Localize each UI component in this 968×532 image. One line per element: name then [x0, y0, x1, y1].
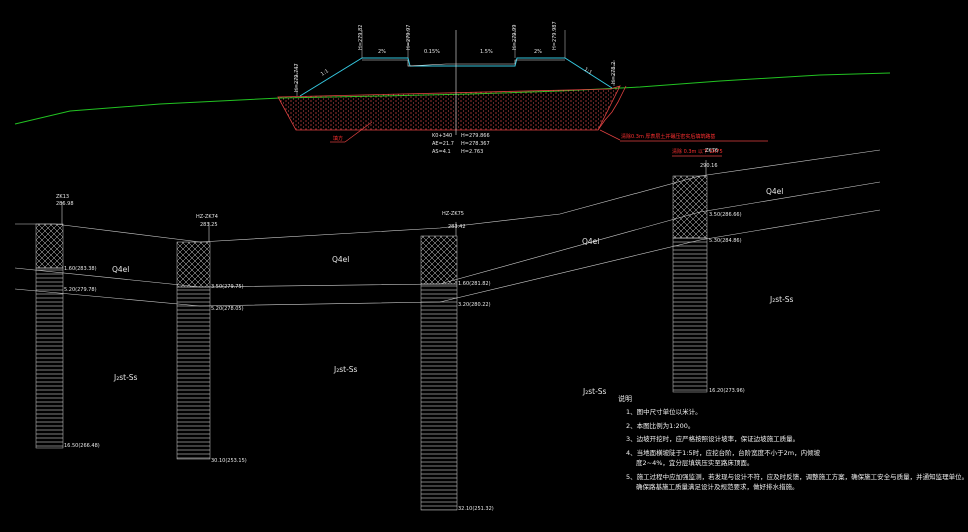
note-item: 确保路基施工质量满足设计及规范要求，做好排水措施。 [636, 483, 799, 491]
stratum-label-j1: J₂st-Ss [113, 373, 138, 382]
borehole-zk76: ZK76 290.16 3.50(286.66) 5.30(284.86) 16… [672, 148, 745, 394]
fill-leader [344, 121, 373, 143]
stratum-label-q-right-low: Q4el [582, 237, 599, 246]
borehole-elev: 283.42 [448, 224, 466, 230]
notes-title: 说明 [618, 395, 632, 403]
notes-block: 说明 1、图中尺寸单位以米计。 2、本图比例为1:200。 3、边坡开挖时，应严… [618, 395, 968, 498]
borehole-zk13: ZK13 286.98 1.60(283.38) 5.20(279.78) 16… [35, 194, 100, 449]
slope-label-right: 1:1 [583, 67, 593, 76]
note-leader [599, 129, 621, 141]
fill-label: 填方 [333, 135, 343, 142]
grade-right-lane: 1.5% [480, 49, 493, 55]
bottom-depth: 30.10(253.15) [211, 458, 247, 464]
borehole-id: HZ-ZK74 [196, 214, 218, 220]
stratum-label-q-mid: Q4el [332, 255, 349, 264]
note-item: 4、当地面横坡陡于1:5时，应挖台阶，台阶宽度不小于2m，内倾坡 [626, 448, 821, 457]
bottom-depth: 16.50(266.48) [64, 443, 100, 449]
borehole-elev: 286.98 [56, 201, 74, 207]
stratum-label-j3: J₂st-Ss [582, 387, 607, 396]
elev-label: H=279.82 [358, 25, 364, 50]
stratum-label-q-right-high: Q4el [766, 187, 783, 196]
layer-depth: 3.50(286.66) [709, 212, 742, 218]
elev-label: H=279.987 [552, 21, 558, 50]
elev-label: H=279.99 [512, 25, 518, 50]
note-item: 1、图中尺寸单位以米计。 [626, 408, 702, 416]
borehole-elev: 283.25 [200, 222, 218, 228]
elev-label: H=279.97 [406, 25, 412, 50]
layer-depth: 3.50(279.75) [211, 284, 244, 290]
center-right-0: H=279.866 [461, 133, 490, 139]
grade-left-shoulder: 2% [378, 49, 386, 55]
stratum-label-j4: J₂st-Ss [769, 295, 794, 304]
cad-drawing-canvas: 1:1 1:1 2% 0.15% 1.5% 2% H=279.747 H=279… [14, 21, 968, 512]
note-item: 5、施工过程中应加强监测，若发现与设计不符，应及时反馈，调整施工方案，确保施工安… [626, 472, 968, 481]
bottom-depth: 32.10(251.32) [458, 506, 494, 512]
embankment-outline [299, 57, 613, 97]
elev-label: H=279.747 [294, 63, 300, 92]
layer-depth: 5.20(279.78) [64, 287, 97, 293]
center-right-1: H=278.367 [461, 141, 490, 147]
stratum-label-q-left: Q4el [112, 265, 129, 274]
red-note-2: 清除 0.3m 以下 ZK75 [672, 148, 723, 155]
layer-depth: 5.20(278.05) [211, 306, 244, 312]
borehole-hz-zk75: HZ-ZK75 283.42 1.60(281.82) 3.20(280.22)… [420, 211, 494, 512]
grade-right-shoulder: 2% [534, 49, 542, 55]
center-left-2: AS=4.1 [432, 149, 451, 155]
layer-depth: 3.20(280.22) [458, 302, 491, 308]
elev-label: H=278.2 [611, 62, 617, 84]
slope-label-left: 1:1 [320, 68, 330, 77]
borehole-id: HZ-ZK75 [442, 211, 464, 217]
geological-section-drawing: 1:1 1:1 2% 0.15% 1.5% 2% H=279.747 H=279… [14, 21, 891, 512]
layer-depth: 1.60(283.38) [64, 266, 97, 272]
embankment-fill-body [277, 85, 621, 131]
center-left-1: AE=21.7 [432, 141, 454, 147]
layer-depth: 5.30(284.86) [709, 238, 742, 244]
excavation-steps [597, 85, 627, 131]
center-left-0: K0+340 [432, 133, 452, 139]
center-right-2: H=2.763 [461, 149, 483, 155]
pavement-surface [362, 59, 565, 67]
borehole-hz-zk74: HZ-ZK74 283.25 3.50(279.75) 5.20(278.05)… [176, 214, 247, 464]
bottom-depth: 16.20(273.96) [709, 388, 745, 394]
layer-depth: 1.60(281.82) [458, 281, 491, 287]
note-item: 度2~4%，宜分层填筑压实至路床顶面。 [636, 459, 754, 467]
red-note-1: 清除0.3m 厚表层土并碾压密实后填筑路基 [621, 133, 715, 140]
borehole-id: ZK76 [705, 148, 718, 154]
stratum-label-j2: J₂st-Ss [333, 365, 358, 374]
note-item: 3、边坡开挖时，应严格按照设计坡率，保证边坡施工质量。 [626, 435, 800, 443]
note-item: 2、本图比例为1:200。 [626, 421, 695, 430]
borehole-id: ZK13 [56, 194, 69, 200]
borehole-elev: 290.16 [700, 163, 718, 169]
grade-left-lane: 0.15% [424, 49, 440, 55]
